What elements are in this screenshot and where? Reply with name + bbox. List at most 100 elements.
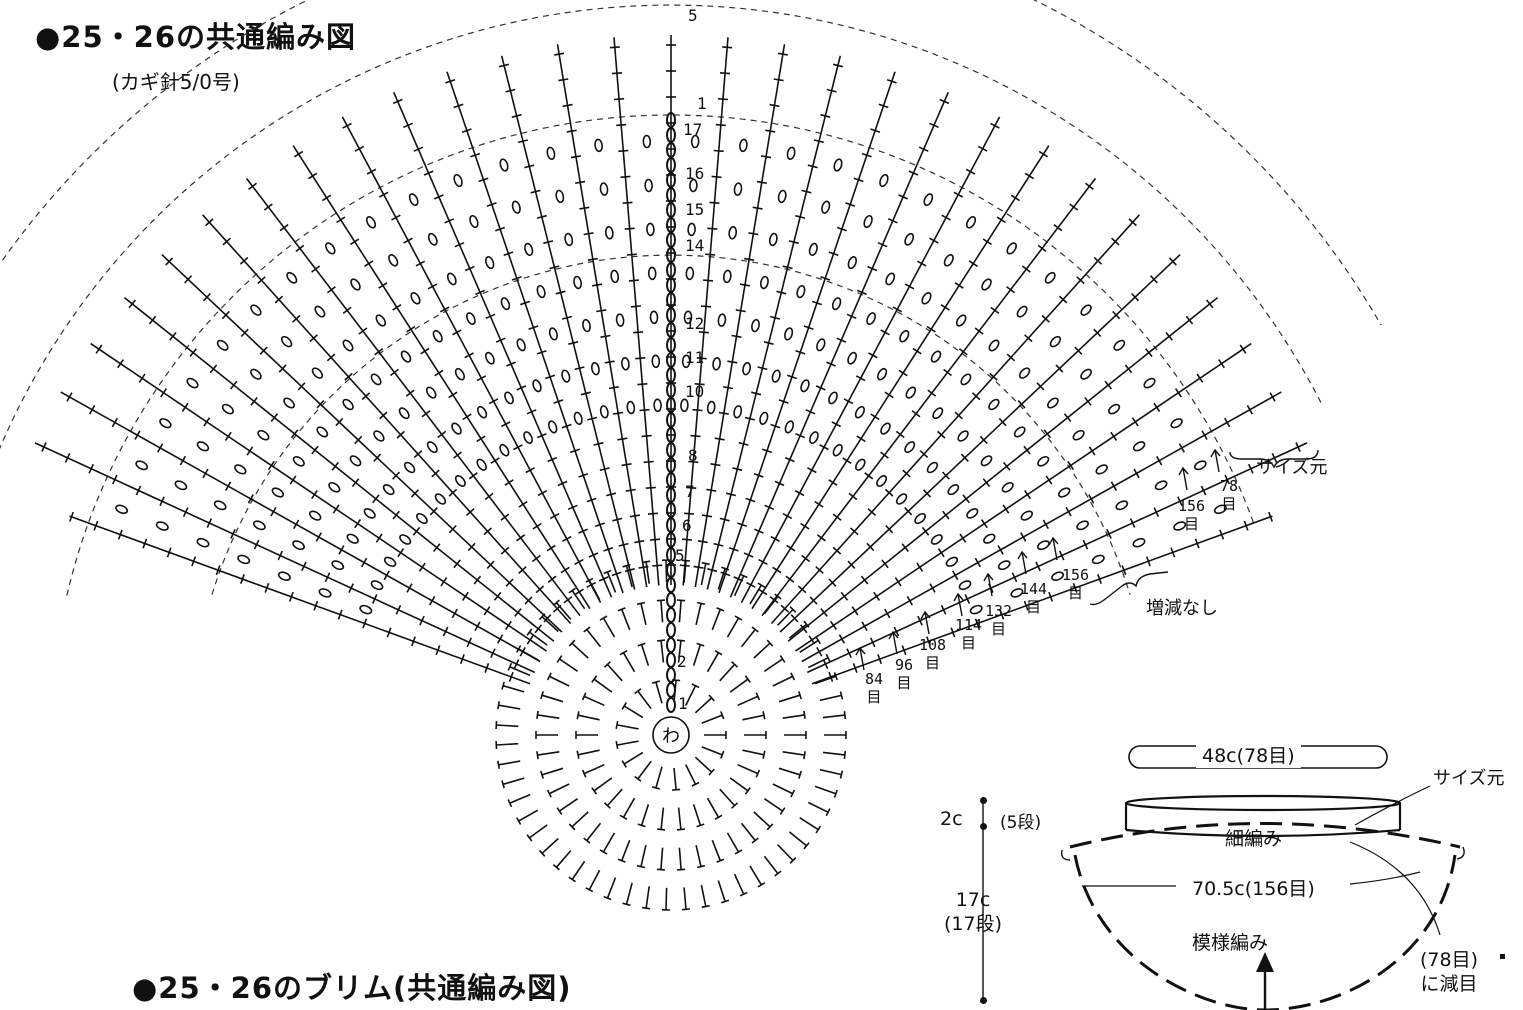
stitch-tick: [253, 539, 260, 550]
chain-stitch: [328, 481, 341, 493]
stitch-tick: [884, 488, 894, 497]
stitch-tick: [692, 408, 703, 412]
chain-stitch: [325, 242, 336, 255]
stitch-tick: [982, 478, 991, 488]
chain-stitch: [365, 216, 377, 229]
chain-stitch: [784, 327, 794, 341]
chain-stitch: [768, 232, 778, 247]
chain-stitch: [373, 430, 385, 442]
stitch-tick: [293, 519, 300, 530]
chain-stitch: [1080, 304, 1092, 316]
stitch-tick: [246, 446, 254, 456]
round-stitch: [541, 694, 564, 703]
round-stitch-top: [774, 870, 782, 877]
stitch-tick: [608, 386, 619, 390]
stitch-tick: [511, 113, 522, 118]
chain-stitch: [784, 420, 795, 434]
stitch-tick: [518, 566, 527, 574]
round-stitch-top: [507, 799, 513, 808]
stitch-tick: [278, 364, 287, 373]
chain-stitch: [573, 275, 583, 290]
round-stitch: [819, 694, 842, 702]
stitch-tick: [279, 224, 289, 232]
stitch-tick: [562, 103, 573, 108]
stitch-tick: [1072, 582, 1078, 593]
stitch-tick: [684, 512, 695, 515]
stitch-tick: [950, 627, 956, 638]
round-stitch: [763, 855, 779, 875]
stitch-tick: [845, 202, 856, 207]
row-label-12: 12: [685, 314, 705, 333]
chain-stitch: [728, 226, 738, 240]
round-stitch: [729, 678, 749, 693]
chain-stitch: [816, 338, 826, 352]
chain-link: [666, 652, 676, 668]
stitch-column: [751, 145, 1050, 610]
stitch-tick: [652, 564, 663, 567]
stitch-tick: [1200, 485, 1207, 496]
chain-stitch: [398, 407, 410, 420]
stitch-tick: [918, 146, 929, 152]
stitch-tick: [688, 460, 699, 464]
chain-stitch: [342, 398, 354, 411]
stitch-tick: [240, 574, 245, 584]
stitch-tick: [570, 155, 582, 159]
stitch-tick: [633, 331, 644, 334]
stitch-tick: [831, 421, 842, 428]
chain-stitch: [921, 292, 932, 305]
chain-stitch: [346, 533, 359, 544]
stitch-tick: [274, 295, 284, 304]
round-stitch: [695, 603, 702, 625]
round-stitch-top: [716, 607, 725, 612]
round-stitch: [700, 884, 707, 907]
stitch-tick: [770, 423, 781, 429]
stitch-tick: [598, 576, 609, 582]
stitch-tick: [756, 180, 767, 184]
round-stitch: [749, 584, 763, 605]
stitch-tick: [484, 492, 494, 501]
chain-stitch: [561, 369, 571, 383]
stitch-tick: [999, 609, 1005, 620]
round-stitch: [772, 675, 793, 687]
chain-stitch: [388, 254, 399, 267]
stitch-tick: [616, 123, 627, 127]
stitch-tick: [354, 435, 363, 445]
chain-stitch: [1051, 571, 1065, 581]
stitch-tick: [867, 265, 878, 272]
stitch-tick: [892, 306, 903, 313]
stitch-column: [446, 71, 624, 594]
chain-link: [666, 697, 676, 713]
stitch-tick: [311, 489, 318, 500]
chain-stitch: [426, 441, 438, 454]
stitch-tick: [505, 88, 516, 93]
stitch-tick: [386, 627, 392, 638]
stitch-tick: [588, 552, 599, 558]
stitch-tick: [549, 512, 560, 520]
stitch-tick: [374, 348, 384, 356]
chain-stitch: [831, 297, 842, 311]
stitch-tick: [878, 103, 889, 109]
round-stitch-top: [622, 563, 631, 568]
stitch-tick: [483, 606, 491, 616]
round-stitch-top: [657, 639, 666, 642]
stitch-tick: [1097, 574, 1102, 584]
round-stitch: [822, 714, 845, 719]
round-stitch: [498, 704, 521, 710]
chain-stitch: [905, 386, 917, 399]
stitch-tick: [1002, 504, 1010, 514]
stitch-tick: [611, 72, 623, 75]
round-stitch: [799, 639, 819, 653]
stitch-tick: [1268, 511, 1273, 522]
stitch-tick: [583, 232, 594, 236]
round-stitch-top: [734, 615, 743, 621]
stitch-tick: [1168, 257, 1177, 266]
chain-link: [666, 592, 676, 608]
chain-stitch: [1091, 554, 1105, 565]
stitch-tick: [801, 189, 812, 194]
stitch-tick: [1104, 380, 1113, 390]
stitch-tick: [763, 341, 774, 345]
round-stitch-top: [757, 882, 766, 888]
round-stitch-top: [634, 688, 642, 695]
stitch-tick: [579, 206, 590, 210]
chain-stitch: [722, 269, 732, 284]
